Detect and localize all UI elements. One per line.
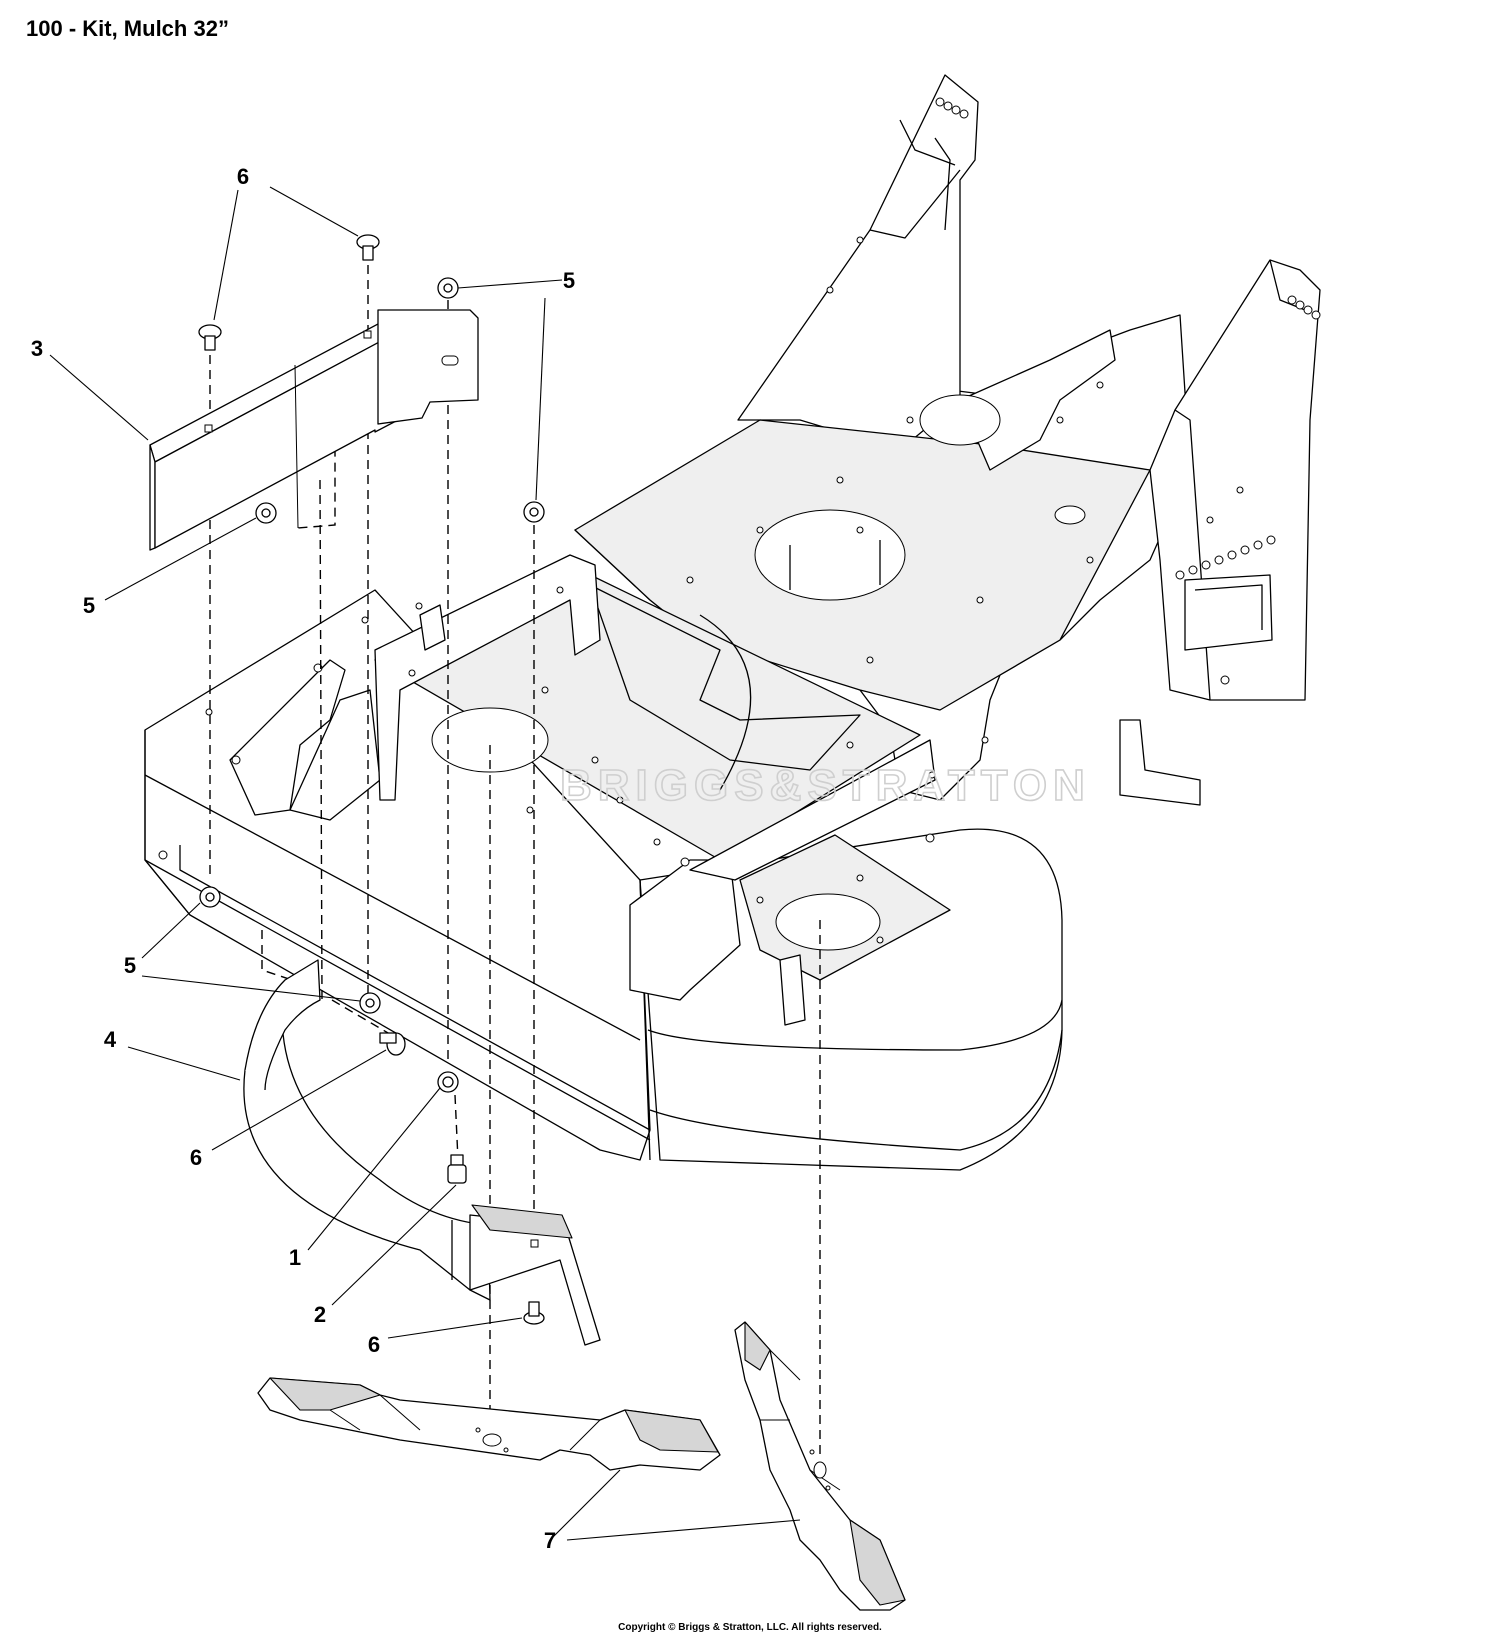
part-3-baffle-plate bbox=[149, 309, 479, 551]
part-7-blade-left bbox=[257, 1377, 721, 1471]
flange-nut-top bbox=[437, 277, 459, 299]
callout-3: 3 bbox=[31, 336, 43, 361]
leader-lines bbox=[49, 186, 801, 1541]
callout-labels: 6 5 3 5 5 5 4 6 1 2 6 7 bbox=[31, 164, 575, 1553]
flange-nut-mid bbox=[523, 501, 545, 523]
flange-nut-baffle bbox=[255, 502, 277, 524]
part-4-curved-baffle bbox=[243, 959, 601, 1346]
callout-5-left: 5 bbox=[83, 593, 95, 618]
hardware-carriage-bolts bbox=[198, 234, 545, 1325]
watermark-text: BRIGGS&STRATTON bbox=[560, 761, 1091, 810]
callout-6-top: 6 bbox=[237, 164, 249, 189]
hardware-nuts bbox=[199, 277, 545, 1184]
callout-4: 4 bbox=[104, 1027, 117, 1052]
flange-nut-lower bbox=[359, 992, 381, 1014]
mower-deck: BRIGGS&STRATTON bbox=[144, 554, 1091, 1171]
part-1-washer bbox=[437, 1071, 459, 1093]
flange-nut-lower-left bbox=[199, 886, 221, 908]
part-7-blade-right bbox=[734, 1321, 906, 1611]
callout-5-lower-left: 5 bbox=[124, 953, 136, 978]
copyright-notice: Copyright © Briggs & Stratton, LLC. All … bbox=[618, 1622, 882, 1633]
carriage-bolt-mid bbox=[379, 1032, 406, 1056]
callout-5-top-right: 5 bbox=[563, 268, 575, 293]
callout-1: 1 bbox=[289, 1245, 301, 1270]
part-2-bolt bbox=[447, 1154, 467, 1184]
callout-2: 2 bbox=[314, 1302, 326, 1327]
diagram-title: 100 - Kit, Mulch 32” bbox=[26, 16, 229, 41]
carriage-bolt-top-left bbox=[198, 324, 222, 351]
carriage-bolt-bottom bbox=[523, 1301, 545, 1325]
callout-7: 7 bbox=[544, 1528, 556, 1553]
frame-holes bbox=[686, 97, 1321, 744]
callout-6-mid: 6 bbox=[190, 1145, 202, 1170]
carriage-bolt-top-right bbox=[356, 234, 380, 261]
callout-6-bottom: 6 bbox=[368, 1332, 380, 1357]
